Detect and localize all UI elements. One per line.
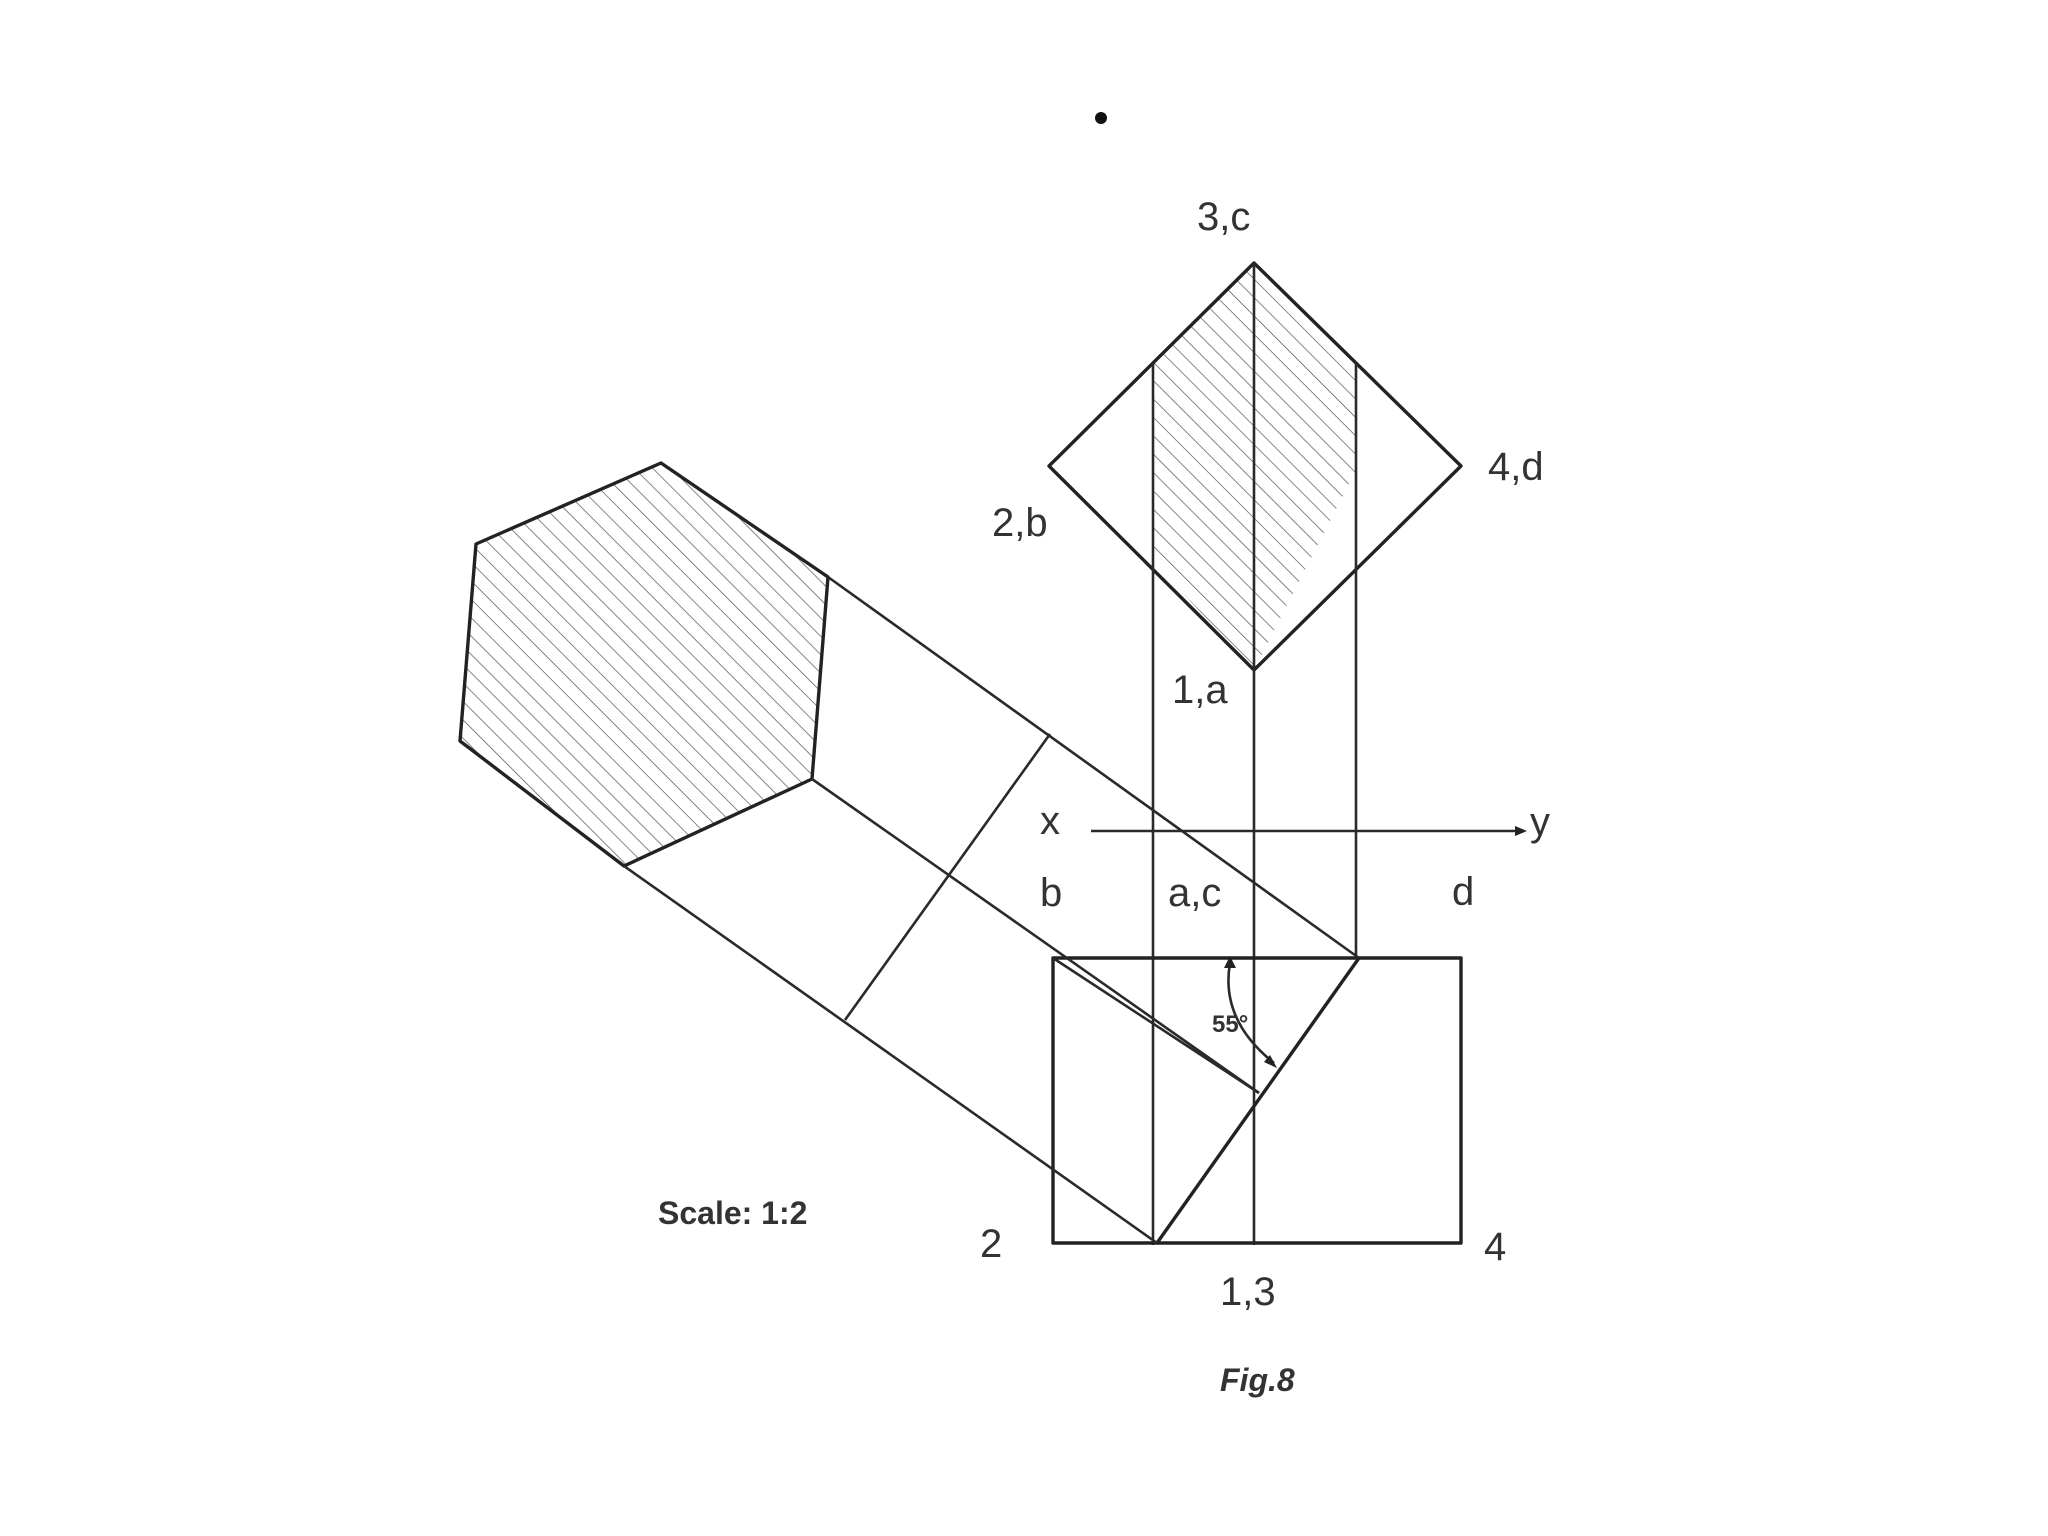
top-view — [1051, 956, 1463, 1245]
xy-reference-line — [1091, 826, 1527, 836]
figure-caption: Fig.8 — [1220, 1362, 1295, 1398]
cutting-plane-line — [1155, 956, 1361, 1245]
top-dot — [1095, 112, 1107, 124]
scale-label: Scale: 1:2 — [658, 1195, 807, 1231]
front-view — [1047, 261, 1463, 1245]
label-b: b — [1040, 871, 1062, 915]
projector-2 — [811, 777, 1260, 1095]
label-4d: 4,d — [1488, 445, 1544, 489]
label-ac: a,c — [1168, 871, 1221, 915]
angle-label: 55° — [1212, 1011, 1248, 1038]
projector-1 — [827, 575, 1360, 960]
label-4: 4 — [1484, 1225, 1506, 1269]
label-y: y — [1530, 800, 1550, 844]
label-x: x — [1040, 799, 1060, 843]
label-2b: 2,b — [992, 501, 1048, 545]
angle-indicator: 55° — [1212, 956, 1277, 1068]
label-13: 1,3 — [1220, 1270, 1276, 1314]
xy-arrowhead — [1515, 826, 1527, 836]
auxiliary-view — [458, 461, 1360, 1245]
plan-rectangle — [1051, 956, 1463, 1245]
prism-axis-line — [843, 733, 1052, 1021]
label-1a: 1,a — [1172, 668, 1228, 712]
angle-arrow-top — [1224, 956, 1236, 968]
plan-diagonal — [1052, 956, 1260, 1095]
label-2: 2 — [980, 1222, 1002, 1266]
label-d: d — [1452, 870, 1474, 914]
hexagon-hatch — [460, 463, 828, 866]
projector-3 — [623, 864, 1158, 1245]
label-3c: 3,c — [1197, 195, 1250, 239]
angle-arrow-bottom — [1264, 1055, 1277, 1068]
